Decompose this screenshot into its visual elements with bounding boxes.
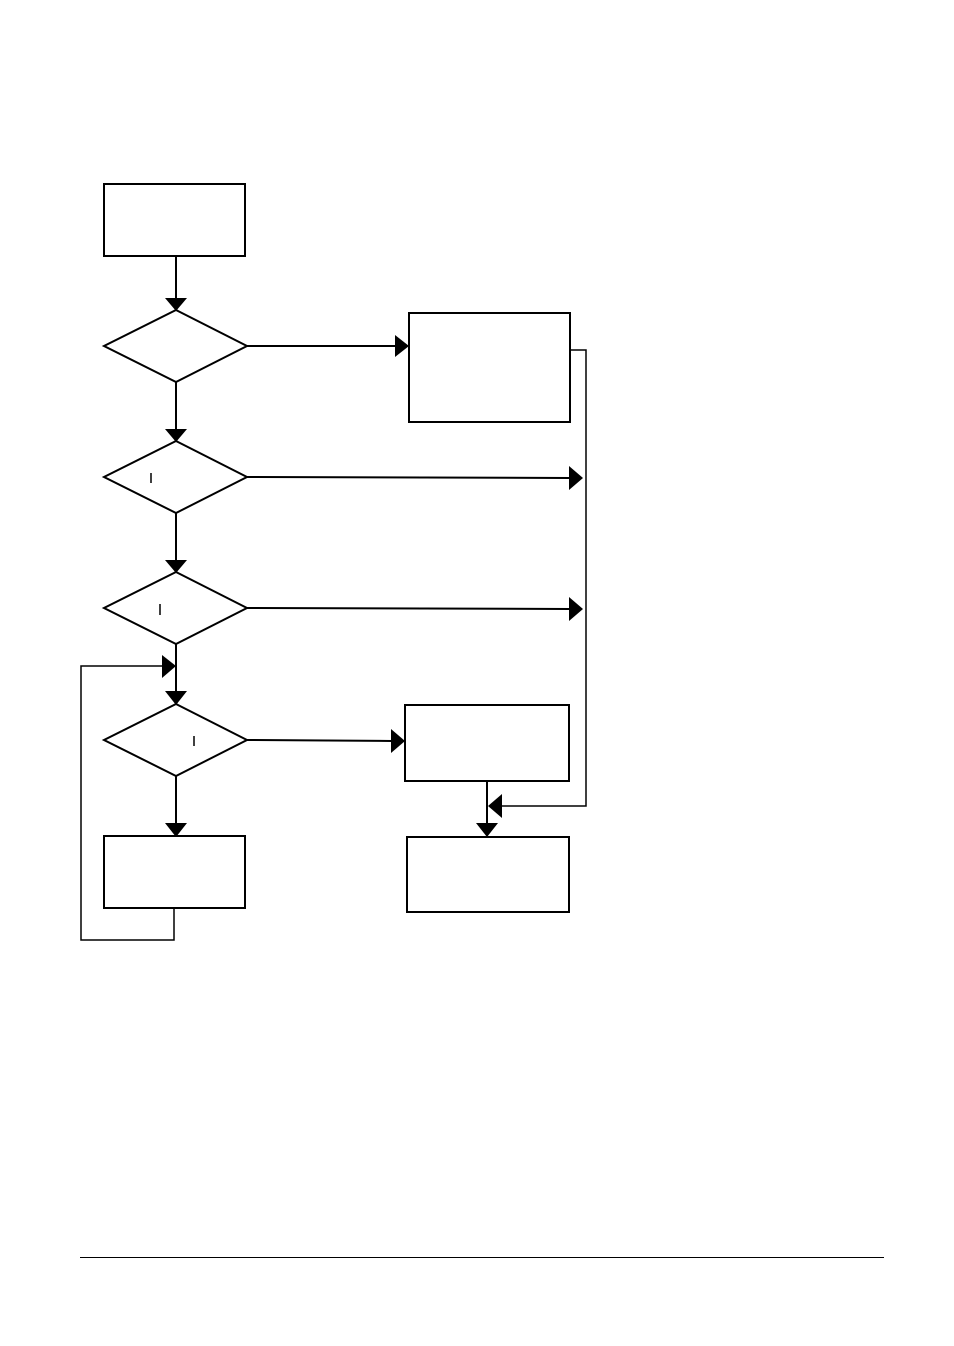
- end-box: [406, 836, 570, 913]
- connector-decision-1-to-side-process: [247, 335, 409, 357]
- connector-decision-2-to-collector: [246, 466, 583, 490]
- decision-1: [101, 308, 250, 384]
- footer-rule: [80, 1257, 884, 1258]
- connector-decision-3-to-decision-4: [165, 644, 187, 705]
- connector-decision-4-to-loop-process: [165, 776, 187, 837]
- middle-process-box: [404, 704, 570, 782]
- connector-middle-process-to-end: [476, 781, 498, 837]
- connector-loop-back: [80, 655, 176, 941]
- connector-start-to-decision-1: [165, 256, 187, 311]
- side-process-box: [408, 312, 571, 423]
- decision-3: [101, 570, 250, 646]
- start-box: [103, 183, 246, 257]
- connector-decision-4-to-middle-process: [246, 729, 405, 753]
- collector-line: [488, 349, 587, 818]
- decision-2: [101, 439, 250, 515]
- connector-decision-3-to-collector: [246, 597, 583, 621]
- connector-decision-1-to-decision-2: [165, 382, 187, 442]
- loop-process-box: [103, 835, 246, 909]
- decision-4: [101, 702, 250, 778]
- connector-decision-2-to-decision-3: [165, 513, 187, 573]
